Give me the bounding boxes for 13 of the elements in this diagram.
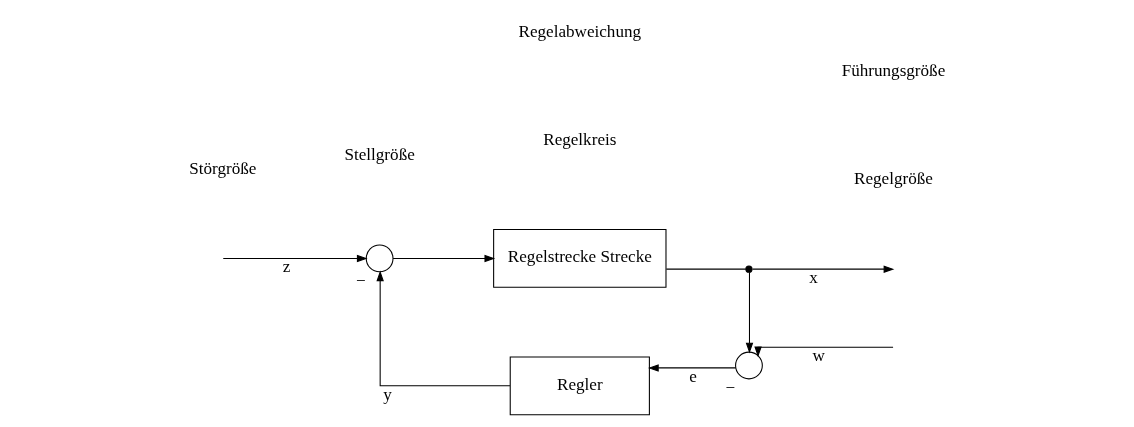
label: Regelgröße: [853, 168, 933, 188]
label: Führungsgröße: [841, 60, 945, 80]
edge-label: z: [282, 256, 290, 276]
edge-label: x: [808, 267, 818, 287]
label: Regelkreis: [542, 129, 616, 149]
label: Regelabweichung: [518, 21, 641, 41]
label: Störgröße: [188, 158, 256, 178]
label: Stellgröße: [343, 144, 415, 164]
edge-label: e: [688, 366, 697, 386]
edge-label: w: [812, 345, 825, 365]
node-label: −: [724, 377, 735, 397]
edge-label: y: [382, 384, 392, 404]
node-label: −: [355, 270, 366, 290]
